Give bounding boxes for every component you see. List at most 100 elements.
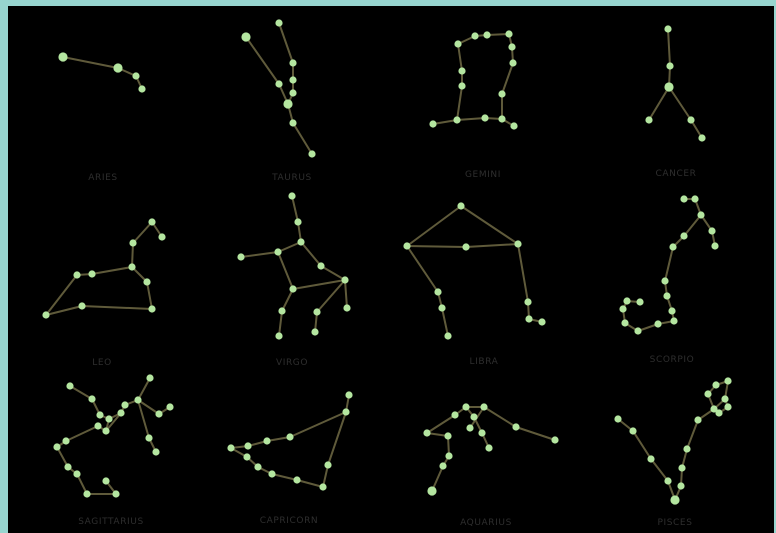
leo-star <box>78 302 85 309</box>
gemini-stars <box>429 30 517 129</box>
gemini-line <box>433 44 462 124</box>
virgo-star <box>288 192 295 199</box>
pisces-star <box>670 495 679 504</box>
gemini-star <box>508 43 515 50</box>
label-taurus: TAURUS <box>271 173 312 183</box>
virgo-star <box>343 304 350 311</box>
taurus-star <box>275 19 282 26</box>
leo-line <box>132 222 162 267</box>
aquarius-star <box>445 452 452 459</box>
pisces-star <box>704 390 711 397</box>
virgo-star <box>313 308 320 315</box>
capricorn-star <box>254 463 261 470</box>
cancer-stars <box>645 25 705 141</box>
aquarius-star <box>485 444 492 451</box>
virgo-star <box>311 328 318 335</box>
sagittarius-star <box>94 422 101 429</box>
libra-star <box>434 288 441 295</box>
capricorn-star <box>286 433 293 440</box>
gemini-star <box>498 115 505 122</box>
libra-star <box>462 243 469 250</box>
label-aquarius: AQUARIUS <box>460 518 512 528</box>
label-capricorn: CAPRICORN <box>260 516 319 526</box>
aquarius-star <box>439 462 446 469</box>
aquarius-star <box>451 411 458 418</box>
capricorn-star <box>227 444 234 451</box>
gemini-star <box>509 59 516 66</box>
sagittarius-line <box>138 400 156 452</box>
capricorn-star <box>293 476 300 483</box>
sagittarius-star <box>134 396 141 403</box>
virgo-star <box>294 218 301 225</box>
pisces-star <box>721 395 728 402</box>
scorpio-star <box>669 243 676 250</box>
pisces-line <box>618 419 675 500</box>
sagittarius-star <box>155 410 162 417</box>
constellation-panel: ARIES TAURUS GEMINI CANCER LEO VIRGO LIB… <box>8 6 774 533</box>
scorpio-star <box>708 227 715 234</box>
taurus-stars <box>241 19 315 157</box>
sagittarius-star <box>96 411 103 418</box>
libra-line <box>518 244 542 322</box>
aries-star <box>132 72 139 79</box>
cancer-star <box>664 82 673 91</box>
aquarius-star <box>478 429 485 436</box>
scorpio-star <box>668 307 675 314</box>
leo-line <box>46 267 152 315</box>
taurus-star <box>289 76 296 83</box>
cancer-star <box>698 134 705 141</box>
scorpio-star <box>661 277 668 284</box>
libra-star <box>525 315 532 322</box>
aquarius-star <box>480 403 487 410</box>
aries-star <box>138 85 145 92</box>
scorpio-star <box>663 292 670 299</box>
virgo-line <box>241 242 301 257</box>
gemini-star <box>454 40 461 47</box>
scorpio-star <box>636 298 643 305</box>
gemini-star <box>429 120 436 127</box>
aquarius-star <box>423 429 430 436</box>
pisces-star <box>664 477 671 484</box>
sagittarius-star <box>166 403 173 410</box>
taurus-star <box>308 150 315 157</box>
sagittarius-star <box>66 382 73 389</box>
virgo-star <box>297 238 304 245</box>
scorpio-star <box>623 297 630 304</box>
cancer-star <box>645 116 652 123</box>
sagittarius-star <box>112 490 119 497</box>
pisces-star <box>677 482 684 489</box>
gemini-star <box>458 67 465 74</box>
cancer-line <box>649 29 670 120</box>
libra-star <box>514 240 521 247</box>
virgo-lines <box>241 196 347 336</box>
scorpio-star <box>634 327 641 334</box>
leo-star <box>42 311 49 318</box>
scorpio-star <box>670 317 677 324</box>
capricorn-star <box>342 408 349 415</box>
sagittarius-star <box>64 463 71 470</box>
gemini-star <box>510 122 517 129</box>
sagittarius-star <box>146 374 153 381</box>
pisces-star <box>647 455 654 462</box>
aries-lines <box>63 57 142 89</box>
label-cancer: CANCER <box>656 169 697 179</box>
aquarius-star <box>470 413 477 420</box>
capricorn-star <box>244 442 251 449</box>
virgo-star <box>289 285 296 292</box>
aquarius-stars <box>423 403 558 495</box>
gemini-star <box>481 114 488 121</box>
capricorn-star <box>268 470 275 477</box>
pisces-star <box>724 377 731 384</box>
sagittarius-star <box>121 401 128 408</box>
libra-star <box>403 242 410 249</box>
leo-star <box>129 239 136 246</box>
aries-line <box>63 57 142 89</box>
capricorn-star <box>263 437 270 444</box>
leo-star <box>148 305 155 312</box>
taurus-star <box>289 59 296 66</box>
sagittarius-star <box>73 470 80 477</box>
cancer-line <box>669 87 702 138</box>
aquarius-star <box>512 423 519 430</box>
aquarius-star <box>427 486 436 495</box>
scorpio-star <box>654 320 661 327</box>
